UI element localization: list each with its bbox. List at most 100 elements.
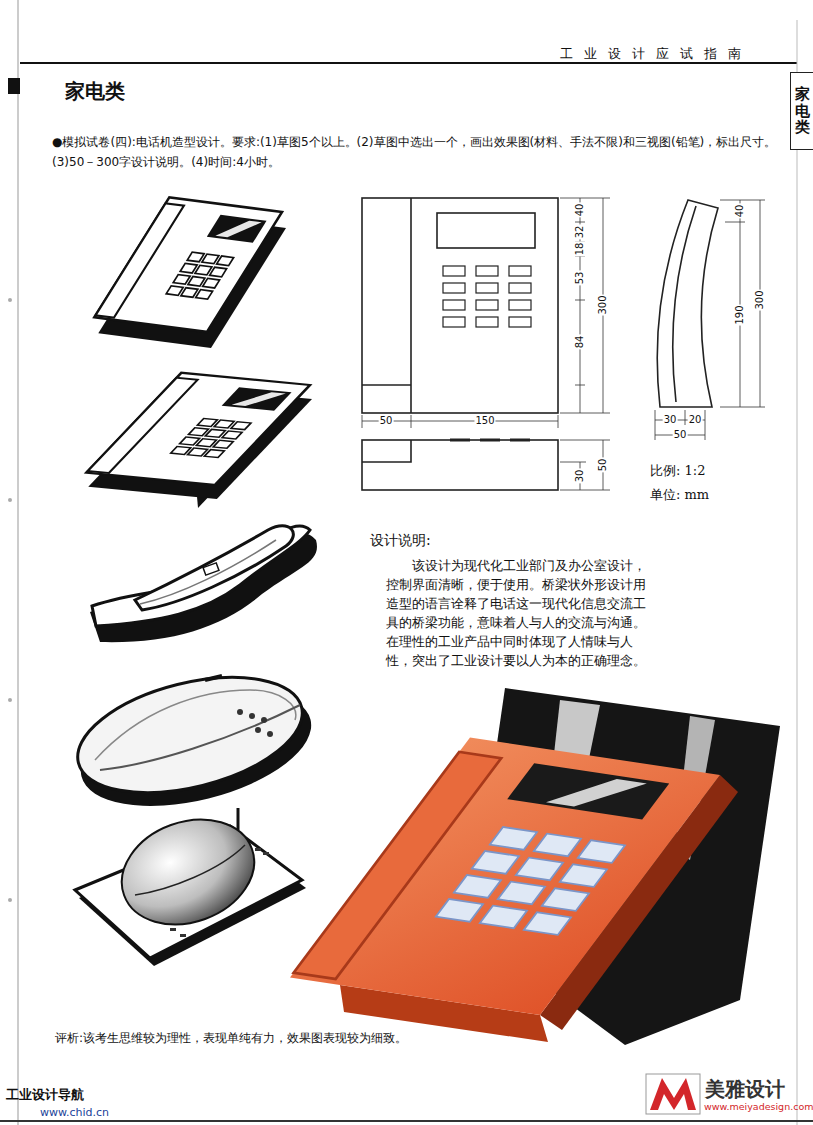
sketch-5-part-part (263, 852, 269, 855)
rendering-part-part (546, 772, 647, 814)
dimension: 50 (673, 430, 688, 440)
dimension-lines-part (362, 415, 363, 428)
front-view-part (410, 198, 412, 413)
rendering-part-part-part (578, 840, 625, 863)
sketch-4-part (237, 709, 273, 737)
rendering (290, 688, 780, 1045)
rendering-part (290, 738, 720, 1016)
page-frame-part (8, 298, 12, 902)
dimension-lines-part (560, 462, 586, 463)
dimension-lines (362, 198, 765, 490)
dimension-lines-part (725, 222, 745, 223)
sketch-4 (66, 657, 323, 827)
dimension-lines-part (560, 490, 610, 491)
dimension: 190 (735, 304, 745, 325)
dimension: 40 (735, 204, 745, 219)
rendering-part-part-part (516, 858, 563, 881)
front-view (362, 198, 558, 413)
front-view-part-part (443, 283, 465, 293)
dimension: 20 (688, 415, 703, 425)
dimension-lines-part (560, 198, 610, 199)
rendering-part-part-part (542, 888, 589, 911)
front-view-part (443, 266, 531, 327)
unit-note: 单位: mm (650, 486, 709, 504)
dimension-lines-part (685, 410, 686, 425)
dimension: 50 (598, 458, 608, 473)
page-frame-part (18, 0, 19, 1125)
note-heading: 设计说明: (370, 532, 431, 550)
dimension-lines-part (411, 415, 412, 428)
rendering-part-part-part (472, 851, 519, 874)
sketch-3 (90, 526, 317, 642)
sketch-1-part (94, 197, 282, 332)
front-view-part (362, 384, 411, 386)
front-view-part-part (476, 266, 498, 276)
front-view-part-part (443, 317, 465, 327)
dimension: 150 (474, 416, 495, 426)
front-view-part-part (443, 300, 465, 310)
front-view-part-part (509, 300, 531, 310)
bottom-view-part (480, 439, 500, 442)
bottom-view-part (510, 439, 530, 442)
side-tab: 家电类 (790, 72, 813, 150)
dimension: 300 (755, 289, 765, 310)
logo-mark-part (646, 1074, 700, 1114)
front-view-part-part (443, 266, 465, 276)
sketch-5-part (135, 845, 245, 895)
design-note: 该设计为现代化工业部门及办公室设计，控制界面清晰，便于使用。桥梁状外形设计用造型… (386, 556, 648, 670)
dimension: 30 (663, 415, 678, 425)
rendering-part-part-part (436, 899, 483, 922)
bottom-view (362, 440, 558, 490)
sketch-5-part-part (180, 934, 186, 937)
dimension: 300 (598, 294, 608, 315)
sketch-4-part (100, 705, 300, 770)
rendering-part-part-part (498, 882, 545, 905)
dimension-lines-part (558, 415, 559, 428)
dimension: 18 (575, 242, 585, 257)
sketch-3-part (140, 540, 276, 604)
dimension: 53 (575, 271, 585, 286)
front-view-part-part (509, 283, 531, 293)
front-view-part-part (476, 283, 498, 293)
exam-task: ●模拟试卷(四):电话机造型设计。要求:(1)草图5个以上。(2)草图中选出一个… (52, 132, 794, 172)
dimension: 50 (379, 416, 394, 426)
sketch-2-part (86, 373, 310, 485)
bottom-view-part (362, 440, 558, 490)
sketch-5-part (107, 802, 269, 942)
front-view-part (437, 213, 535, 248)
dimension-lines-part (560, 413, 610, 414)
dimension-lines-part (720, 200, 765, 201)
sketch-1 (94, 197, 286, 348)
sketch-5-part (237, 808, 240, 830)
page-title: 家电类 (65, 78, 125, 105)
dimension-lines-part (655, 410, 656, 440)
side-view-part (657, 200, 718, 407)
rendering-part-part (294, 752, 502, 979)
sketch-4-part (205, 676, 222, 680)
dimension-lines-part (705, 410, 706, 440)
rendering-part-part (507, 763, 669, 819)
dimension-lines-part (560, 440, 610, 441)
sketch-5-part (170, 848, 269, 937)
front-view-part-part (476, 300, 498, 310)
sketch-4-part (66, 657, 314, 814)
logo-mark-part (650, 1078, 696, 1110)
sketch-4-part-part (237, 709, 243, 715)
dimension-lines-part (575, 385, 585, 386)
page-frame-part-part (8, 698, 12, 702)
dimension: 32 (575, 225, 585, 240)
watermark-url: www.chid.cn (40, 1106, 109, 1119)
sketch-2 (86, 373, 312, 508)
sketch-4-part-part (249, 713, 255, 719)
dimension-lines-part (575, 222, 585, 223)
sketch-5-part-part (170, 928, 176, 931)
front-view-part (362, 198, 558, 413)
rendering-part-part-part (560, 864, 607, 887)
front-view-part-part (509, 317, 531, 327)
page-frame-part (20, 62, 797, 64)
sketch-4-part (95, 690, 296, 760)
watermark: 工业设计导航 (6, 1086, 84, 1104)
front-view-part-part (509, 266, 531, 276)
